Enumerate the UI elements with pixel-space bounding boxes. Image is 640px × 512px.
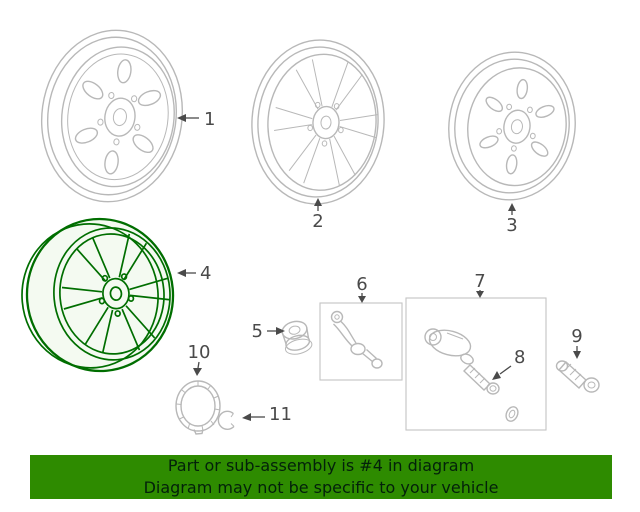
- callout-10: 10: [188, 342, 211, 376]
- part-drawing-valve-stem-9: [555, 360, 600, 393]
- part-label-5: 5: [252, 321, 263, 342]
- callout-3: 3: [506, 203, 518, 236]
- part-label-9: 9: [571, 326, 582, 347]
- part-drawing-valve-kit-6: [319, 302, 403, 381]
- part-drawing-steel-wheel-1: [40, 29, 184, 203]
- part-label-1: 1: [204, 109, 215, 130]
- part-label-3: 3: [506, 215, 517, 236]
- kit-box-7: [405, 297, 547, 431]
- callout-4: 4: [177, 263, 211, 284]
- part-label-10: 10: [188, 342, 211, 363]
- part-label-4: 4: [200, 263, 211, 284]
- banner-line-2: Diagram may not be specific to your vehi…: [143, 477, 499, 497]
- part-drawing-tpms-kit-7: [405, 297, 547, 431]
- part-label-11: 11: [269, 404, 292, 425]
- part-label-6: 6: [356, 274, 367, 295]
- banner-line-1: Part or sub-assembly is #4 in diagram: [167, 456, 475, 475]
- part-label-7: 7: [474, 271, 485, 292]
- part-drawing-alloy-wheel-2: [251, 39, 385, 205]
- part-drawing-valve-stem-8: [462, 364, 500, 395]
- part-drawing-center-cap-10: [175, 380, 221, 435]
- callout-7: 7: [474, 271, 486, 298]
- part-drawing-lug-nut-5: [281, 320, 313, 355]
- callout-8: 8: [492, 347, 525, 380]
- callout-6: 6: [356, 274, 368, 303]
- part-label-8: 8: [514, 347, 525, 368]
- callout-5: 5: [252, 321, 285, 342]
- callout-11: 11: [242, 404, 292, 425]
- part-label-2: 2: [312, 211, 323, 232]
- callout-9: 9: [571, 326, 583, 359]
- kit-box-6: [319, 302, 403, 381]
- info-banner: Part or sub-assembly is #4 in diagram Di…: [30, 455, 612, 499]
- part-drawing-highlighted-wheel-4: [21, 217, 175, 373]
- callout-2: 2: [312, 198, 324, 232]
- part-drawing-steel-wheel-3: [448, 51, 576, 201]
- part-drawing-retainer-clip-11: [217, 410, 235, 430]
- callout-1: 1: [177, 109, 215, 130]
